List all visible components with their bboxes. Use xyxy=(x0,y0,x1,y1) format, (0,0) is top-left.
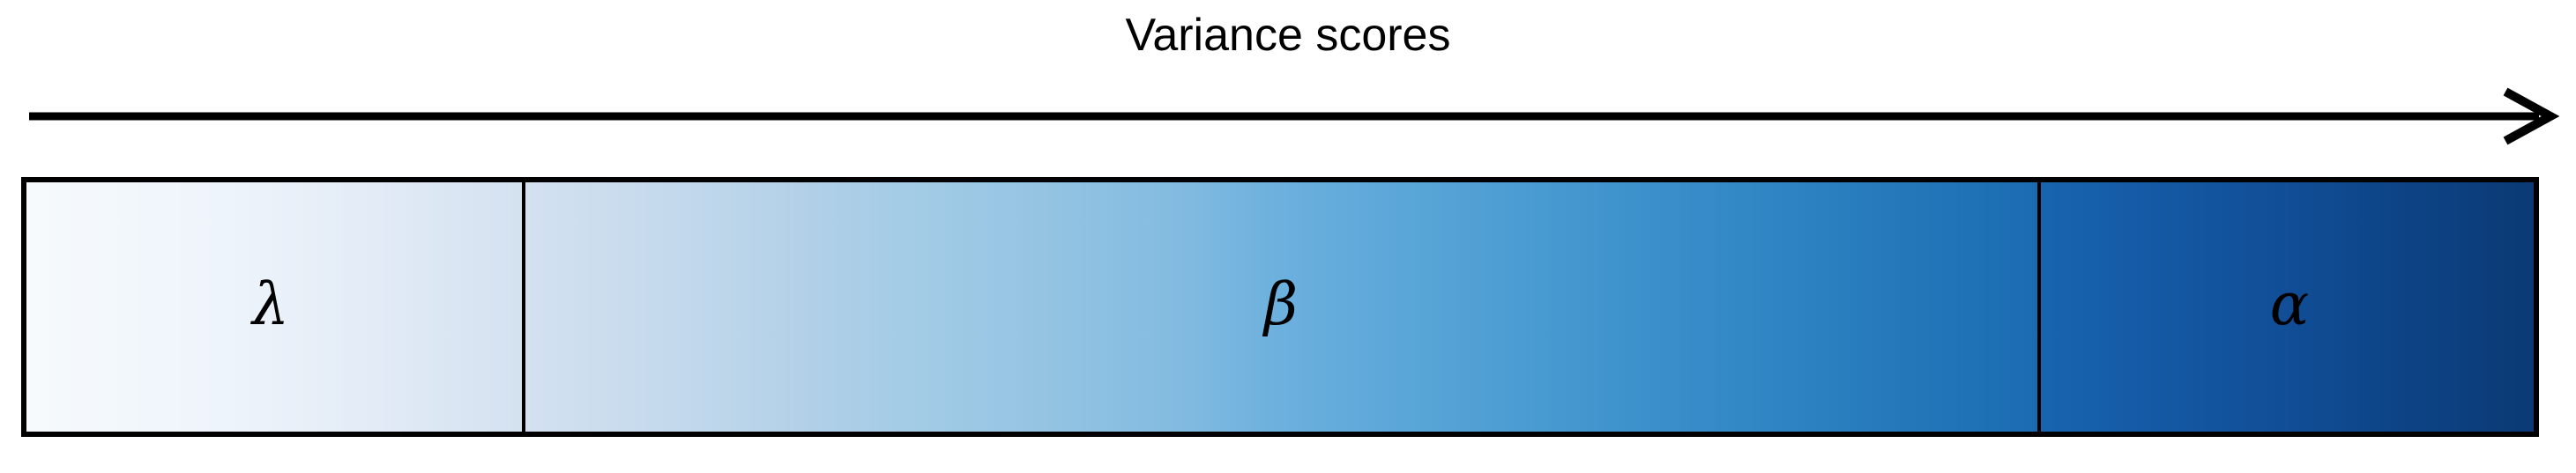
segment-divider-beta-alpha xyxy=(2037,177,2041,437)
axis-arrow-head-icon xyxy=(2503,87,2560,145)
axis-arrow-icon xyxy=(29,87,2560,145)
segment-label-alpha: α xyxy=(2269,270,2310,338)
variance-axis-arrow xyxy=(0,79,2576,159)
segment-label-lambda: λ xyxy=(252,270,289,338)
segment-label-beta: β xyxy=(1263,270,1299,338)
figure-title: Variance scores xyxy=(1125,10,1451,61)
variance-gradient-bar xyxy=(21,177,2539,437)
segment-divider-lambda-beta xyxy=(522,177,525,437)
